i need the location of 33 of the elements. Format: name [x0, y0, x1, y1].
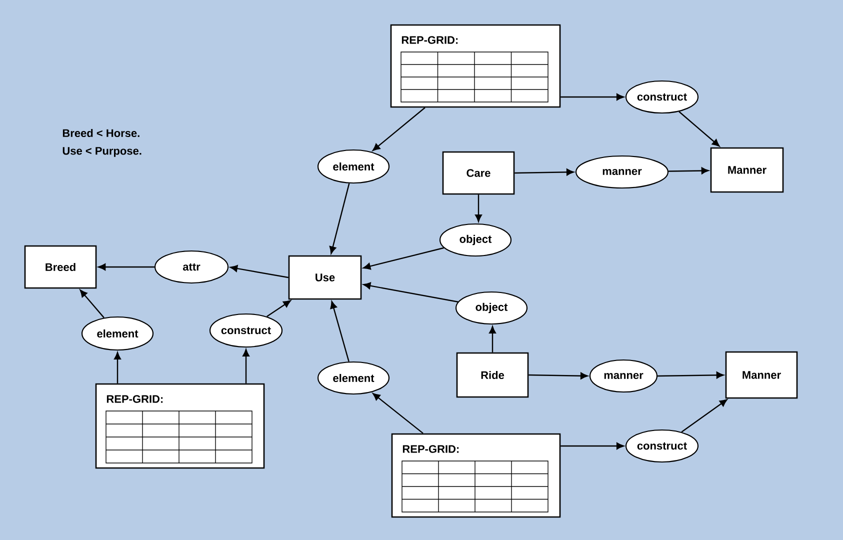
arrow	[514, 168, 574, 176]
note-text: Use < Purpose.	[62, 147, 142, 157]
arrow	[560, 442, 624, 450]
arrow	[242, 349, 250, 384]
box-title: REP-GRID:	[402, 445, 459, 453]
arrow	[678, 111, 720, 147]
concept-box: Manner	[725, 351, 798, 399]
arrow	[230, 265, 288, 278]
arrow	[266, 300, 291, 317]
arrow	[372, 393, 424, 434]
arrow	[329, 183, 350, 254]
arrow	[330, 301, 350, 362]
arrow	[560, 94, 624, 100]
arrow	[372, 107, 426, 151]
concept-box: Breed	[24, 245, 97, 289]
note-text: Breed < Horse.	[62, 128, 140, 138]
arrow	[80, 290, 104, 318]
arrow	[668, 167, 709, 174]
arrow	[363, 247, 444, 270]
arrow	[658, 372, 724, 379]
concept-box: Care	[442, 151, 515, 195]
arrow	[98, 264, 154, 270]
arrow	[114, 352, 121, 384]
arrow	[363, 282, 458, 302]
concept-box: Ride	[456, 352, 529, 398]
arrow	[489, 326, 496, 352]
box-title: REP-GRID:	[402, 36, 458, 44]
arrow	[528, 372, 588, 380]
box-title: REP-GRID:	[106, 395, 163, 403]
concept-box: Manner	[710, 147, 784, 193]
concept-box: Use	[288, 255, 362, 300]
arrow	[681, 399, 728, 432]
arrow	[475, 194, 482, 222]
